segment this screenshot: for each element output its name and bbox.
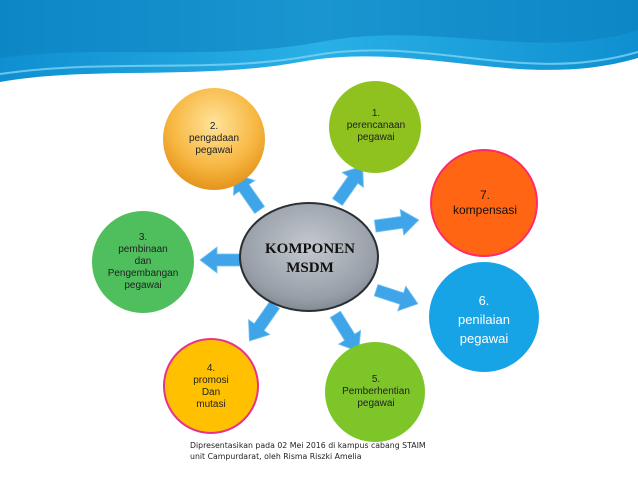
node-pengadaan: 2. pengadaan pegawai	[163, 88, 265, 190]
node-pemberhentian-line-3: pegawai	[357, 398, 394, 409]
node-pembinaan: 3. pembinaan dan Pengembangan pegawai	[92, 211, 194, 313]
presentation-caption: Dipresentasikan pada 02 Mei 2016 di kamp…	[190, 440, 480, 462]
node-pengadaan-line-3: pegawai	[195, 145, 232, 156]
node-promosi: 4. promosi Dan mutasi	[163, 338, 259, 434]
node-penilaian-line-3: pegawai	[460, 331, 509, 346]
node-pengadaan-line-2: pengadaan	[189, 133, 239, 144]
node-penilaian: 6. penilaian pegawai	[429, 262, 539, 372]
node-kompensasi: 7. kompensasi	[430, 149, 538, 257]
arrow-to-promosi	[248, 300, 281, 342]
node-kompensasi-line-2: kompensasi	[453, 203, 517, 217]
node-pembinaan-line-1: 3.	[139, 232, 147, 243]
arrow-to-pemberhentian	[329, 310, 362, 353]
arrow-to-penilaian	[373, 283, 419, 312]
node-pembinaan-line-4: Pengembangan	[108, 268, 179, 279]
node-penilaian-line-1: 6.	[479, 293, 490, 308]
node-pengadaan-line-1: 2.	[210, 121, 218, 132]
node-perencanaan-line-1: 1.	[372, 108, 380, 119]
node-promosi-line-4: mutasi	[196, 399, 225, 410]
center-title-line-1: KOMPONEN	[265, 241, 355, 257]
node-promosi-line-1: 4.	[207, 363, 215, 374]
caption-line-1: Dipresentasikan pada 02 Mei 2016 di kamp…	[190, 441, 426, 450]
node-pembinaan-line-5: pegawai	[124, 280, 161, 291]
arrow-to-pembinaan	[199, 246, 245, 274]
node-pemberhentian-line-2: Pemberhentian	[342, 386, 410, 397]
node-perencanaan-line-3: pegawai	[357, 132, 394, 143]
node-penilaian-line-2: penilaian	[458, 312, 510, 327]
center-node-komponen-msdm: KOMPONEN MSDM	[239, 202, 379, 312]
arrow-to-kompensasi	[373, 208, 420, 237]
header-wave-band	[0, 0, 638, 82]
node-pembinaan-line-3: dan	[135, 256, 152, 267]
center-title-line-2: MSDM	[286, 260, 334, 276]
node-kompensasi-line-1: 7.	[480, 188, 490, 202]
node-perencanaan-line-2: perencanaan	[347, 120, 405, 131]
node-pemberhentian-line-1: 5.	[372, 374, 380, 385]
node-promosi-line-3: Dan	[202, 387, 220, 398]
node-perencanaan: 1. perencanaan pegawai	[329, 81, 421, 173]
node-promosi-line-2: promosi	[193, 375, 229, 386]
node-pembinaan-line-2: pembinaan	[118, 244, 167, 255]
arrow-to-perencanaan	[331, 165, 364, 207]
caption-line-2: unit Campurdarat, oleh Risma Riszki Amel…	[190, 452, 362, 461]
node-pemberhentian: 5. Pemberhentian pegawai	[325, 342, 425, 442]
